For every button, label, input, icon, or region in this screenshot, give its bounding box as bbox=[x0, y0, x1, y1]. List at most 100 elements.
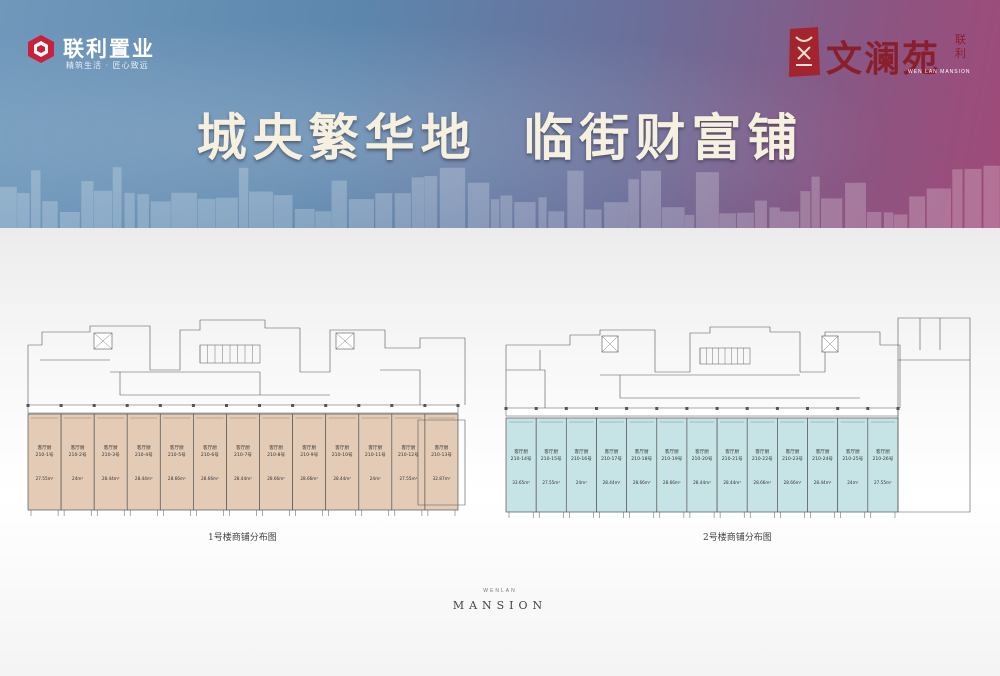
column bbox=[423, 404, 427, 407]
column bbox=[390, 404, 394, 407]
shop-number: 210-8号 bbox=[267, 452, 285, 458]
shop-door-mark bbox=[508, 512, 534, 518]
skyline-building bbox=[315, 211, 332, 228]
shop-area: 24m² bbox=[370, 476, 381, 481]
shop-unit bbox=[505, 417, 537, 513]
skyline-building bbox=[845, 182, 866, 228]
shop-use: 客厅厨 bbox=[816, 448, 830, 455]
shop-door-mark bbox=[262, 510, 290, 516]
shop-door-mark bbox=[810, 512, 835, 518]
shop-number: 210-23号 bbox=[782, 456, 803, 462]
skyline-building bbox=[411, 177, 424, 228]
shop-number: 210-24号 bbox=[812, 456, 833, 462]
skyline-building bbox=[331, 180, 347, 228]
skyline-building bbox=[500, 195, 513, 228]
skyline-building bbox=[249, 191, 273, 228]
shop-door-mark bbox=[689, 512, 715, 518]
skyline-building bbox=[628, 179, 640, 228]
skyline-building bbox=[769, 207, 780, 228]
shop-area: 28.66m² bbox=[201, 476, 219, 481]
shop-number: 210-22号 bbox=[752, 456, 773, 462]
skyline-building bbox=[31, 170, 41, 228]
shop-number: 210-7号 bbox=[234, 452, 252, 458]
shop-unit bbox=[424, 413, 459, 511]
shop-unit bbox=[226, 413, 260, 511]
column bbox=[26, 404, 30, 407]
shop-door-mark bbox=[599, 512, 624, 518]
side-room bbox=[897, 317, 971, 513]
building2-caption: 2号楼商铺分布图 bbox=[703, 533, 772, 543]
shop-number: 210-17号 bbox=[601, 456, 622, 462]
skyline-building bbox=[439, 167, 466, 228]
brand-name: 联利置业 bbox=[63, 37, 155, 61]
skyline-building bbox=[952, 169, 963, 228]
skyline-building bbox=[197, 198, 216, 228]
skyline-building bbox=[273, 195, 293, 228]
shop-use: 客厅厨 bbox=[71, 444, 85, 451]
shop-use: 客厅厨 bbox=[755, 448, 769, 455]
shop-number: 210-4号 bbox=[135, 452, 153, 458]
skyline-building bbox=[909, 196, 926, 228]
shop-unit bbox=[626, 417, 658, 513]
column bbox=[685, 407, 689, 410]
shop-number: 210-11号 bbox=[365, 452, 386, 458]
shop-use: 客厅厨 bbox=[203, 444, 217, 451]
shop-number: 210-19号 bbox=[661, 456, 682, 462]
skyline-building bbox=[394, 193, 411, 228]
shop-number: 210-25号 bbox=[842, 456, 863, 462]
building2-plan: 客厅厨210-14号33.65m²客厅厨210-15号27.55m²客厅厨210… bbox=[504, 317, 971, 518]
shop-use: 客厅厨 bbox=[605, 448, 619, 455]
shop-use: 客厅厨 bbox=[335, 444, 349, 451]
column bbox=[745, 407, 749, 410]
shop-door-mark bbox=[196, 510, 224, 516]
shop-door-mark bbox=[394, 510, 423, 516]
project-english-name: WEN LAN MANSION bbox=[908, 69, 971, 75]
project-sub-label: 联利 bbox=[955, 33, 966, 60]
city-skyline bbox=[0, 165, 1000, 228]
shop-door-mark bbox=[361, 510, 390, 516]
shop-door-mark bbox=[870, 512, 896, 518]
shop-unit bbox=[126, 413, 161, 511]
shop-number: 210-16号 bbox=[571, 456, 592, 462]
shop-use: 客厅厨 bbox=[435, 444, 449, 451]
shop-unit bbox=[535, 417, 567, 513]
shop-use: 客厅厨 bbox=[269, 444, 283, 451]
column bbox=[92, 404, 96, 407]
skyline-building bbox=[538, 197, 547, 228]
shop-door-mark bbox=[629, 512, 655, 518]
shop-unit bbox=[325, 413, 360, 511]
back-rooms-outline bbox=[505, 326, 901, 408]
stair-outline bbox=[699, 347, 751, 365]
shop-door-mark bbox=[569, 512, 594, 518]
back-rooms-outline bbox=[27, 319, 466, 405]
shop-door-mark bbox=[427, 510, 456, 516]
shop-unit bbox=[60, 413, 95, 511]
shop-number: 210-14号 bbox=[511, 456, 532, 462]
skyline-building bbox=[883, 212, 894, 228]
shop-use: 客厅厨 bbox=[876, 448, 890, 455]
column bbox=[225, 404, 228, 407]
shop-area: 28.66m² bbox=[168, 476, 186, 481]
shop-door-mark bbox=[96, 510, 125, 516]
elevator-cross bbox=[601, 335, 619, 353]
shop-area: 28.44m² bbox=[102, 476, 120, 481]
side-room bbox=[417, 419, 466, 506]
shop-door-mark bbox=[780, 512, 805, 518]
skyline-building bbox=[866, 212, 882, 228]
skyline-building bbox=[137, 194, 149, 228]
shop-unit bbox=[867, 417, 899, 513]
shop-unit bbox=[837, 417, 869, 513]
shop-unit bbox=[656, 417, 688, 513]
column bbox=[564, 407, 568, 410]
shop-use: 客厅厨 bbox=[846, 448, 860, 455]
shop-door-mark bbox=[659, 512, 685, 518]
column bbox=[595, 407, 598, 410]
shop-area: 24m² bbox=[576, 480, 587, 485]
shop-number: 210-1号 bbox=[36, 452, 54, 458]
column bbox=[324, 404, 328, 407]
shop-area: 28.44m² bbox=[723, 480, 741, 485]
skyline-building bbox=[375, 193, 393, 228]
column bbox=[258, 404, 261, 407]
shop-area: 27.55m² bbox=[874, 480, 892, 485]
shop-door-mark bbox=[749, 512, 775, 518]
